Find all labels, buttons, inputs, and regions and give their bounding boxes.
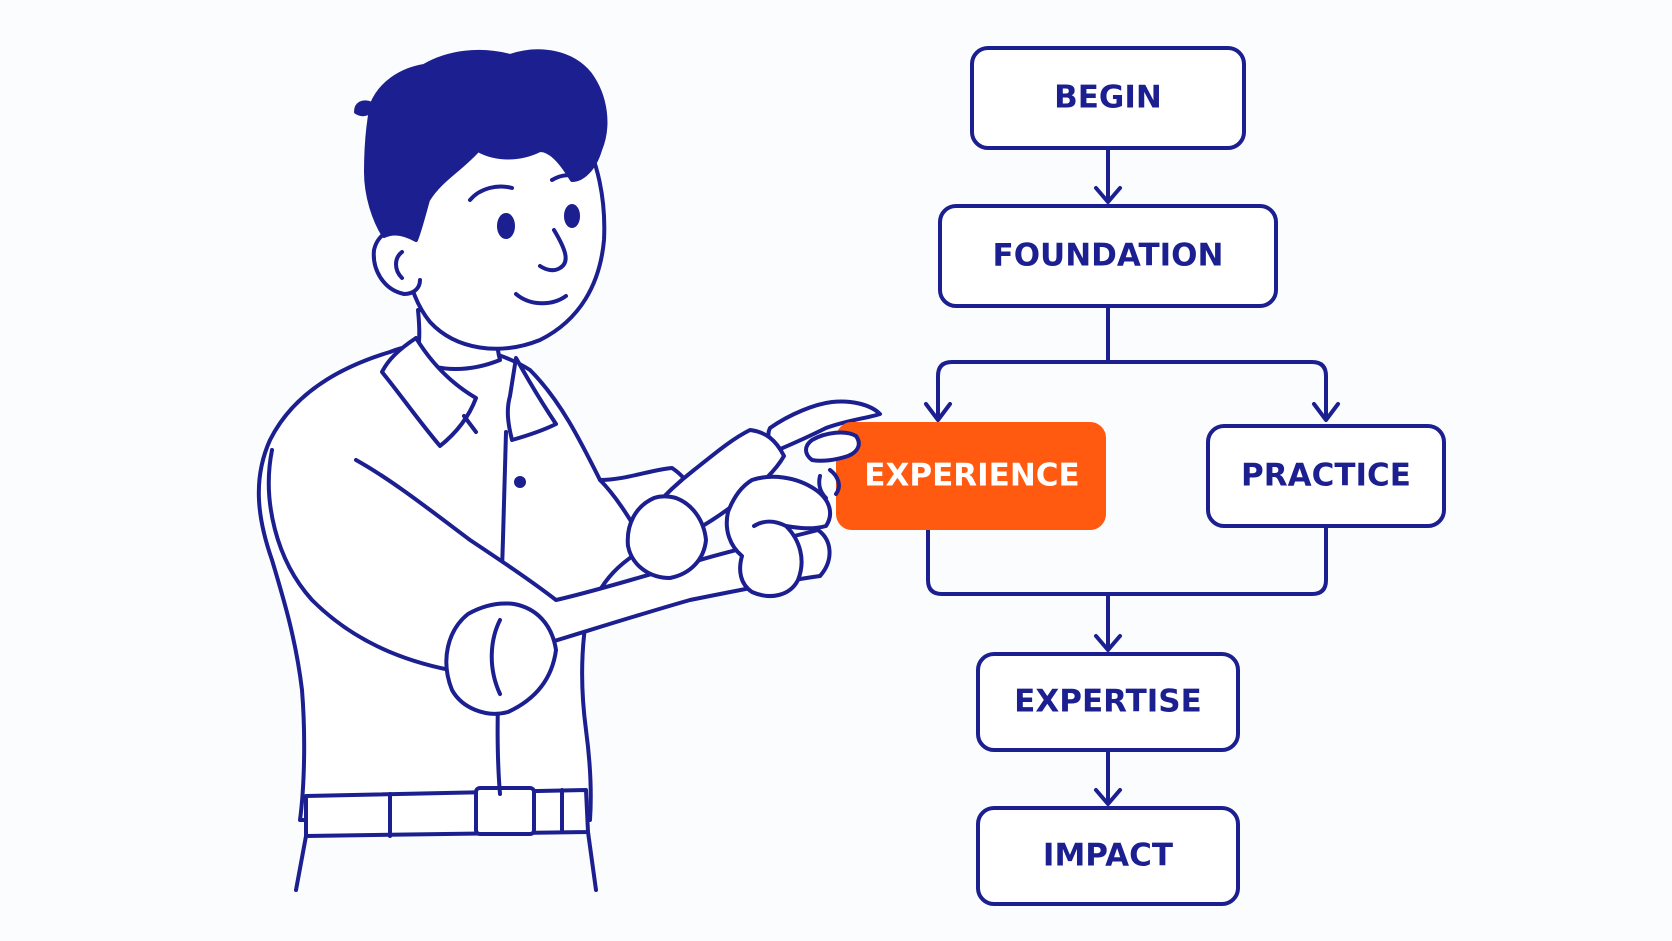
arrowhead-experience xyxy=(924,402,952,422)
node-impact-frame xyxy=(976,806,1240,906)
flow-connectors xyxy=(924,148,1340,806)
person-right-eyebrow xyxy=(550,173,582,182)
person-collar-right xyxy=(505,356,558,442)
node-practice-frame xyxy=(1206,424,1446,528)
node-practice: PRACTICE xyxy=(1206,424,1446,528)
person-belt xyxy=(304,788,590,838)
node-begin-frame xyxy=(970,46,1246,150)
person-left-sleeve-cuff xyxy=(444,601,558,716)
node-begin: BEGIN xyxy=(970,46,1246,150)
person-nose xyxy=(538,228,568,273)
person-left-sleeve-fold xyxy=(489,618,502,696)
person-thumb xyxy=(804,430,861,463)
node-begin-label: BEGIN xyxy=(1054,80,1162,116)
node-foundation: FOUNDATION xyxy=(938,204,1278,308)
person-shirt-button xyxy=(514,476,526,488)
arrowhead-impact xyxy=(1094,788,1122,806)
node-foundation-frame xyxy=(938,204,1278,308)
person-left-eye xyxy=(497,213,515,239)
person-pants-left xyxy=(294,834,308,892)
person-pants-right xyxy=(586,830,598,892)
arrowhead-foundation xyxy=(1094,186,1122,204)
person-collar-left xyxy=(380,336,478,448)
person-right-sleeve-cuff xyxy=(625,494,708,580)
node-expertise-frame xyxy=(976,652,1240,752)
person-hair-curl xyxy=(354,100,374,117)
person-belt-buckle xyxy=(474,786,536,836)
person-lower-hand-finger xyxy=(752,519,788,528)
person-ear-inner xyxy=(394,250,404,280)
person-front-fingers xyxy=(804,430,861,500)
person-right-eye xyxy=(564,204,580,228)
node-practice-label: PRACTICE xyxy=(1241,458,1411,494)
node-expertise: EXPERTISE xyxy=(976,652,1240,752)
node-experience-label: EXPERIENCE xyxy=(864,458,1079,494)
person-smile xyxy=(514,292,568,306)
person-left-arm xyxy=(266,448,832,673)
person-finger-tip xyxy=(828,468,841,496)
node-expertise-label: EXPERTISE xyxy=(1014,684,1202,720)
person-finger-curl xyxy=(817,474,828,500)
arrowhead-expertise xyxy=(1094,634,1122,652)
node-impact-label: IMPACT xyxy=(1043,838,1173,874)
node-impact: IMPACT xyxy=(976,806,1240,906)
person-left-eyebrow xyxy=(468,184,514,202)
person-collar-crease xyxy=(462,414,478,434)
connector-merge-expertise xyxy=(926,526,1328,650)
connector-foundation-split xyxy=(936,306,1328,420)
node-experience: EXPERIENCE xyxy=(836,422,1106,530)
person-hair xyxy=(364,49,608,242)
arrowhead-practice xyxy=(1312,402,1340,422)
flow-nodes: BEGIN FOUNDATION EXPERIENCE PRACTICE EXP… xyxy=(836,46,1446,906)
node-foundation-label: FOUNDATION xyxy=(993,238,1224,274)
person-illustration xyxy=(256,49,882,892)
